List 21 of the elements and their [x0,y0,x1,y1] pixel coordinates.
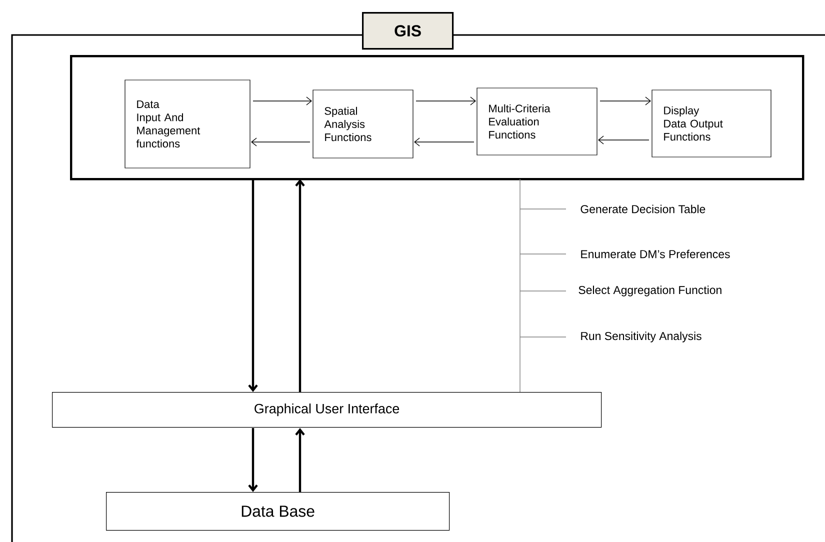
process-box: Data Input And Management functions [124,80,250,168]
step-label: Run Sensitivity Analysis [581,332,702,342]
title-box: GIS [362,12,454,50]
arrow [248,428,258,492]
process-box: Display Data Output Functions [652,90,772,158]
arrow [416,96,476,106]
arrow [600,96,651,106]
process-box: Multi-Criteria Evaluation Functions [476,88,598,156]
arrow [248,179,258,392]
step-label: Enumerate DM’s Preferences [581,250,730,258]
step-label: Select Aggregation Function [578,286,722,296]
database-box: Data Base [106,492,450,531]
interface-bar: Graphical User Interface [52,392,602,428]
step-label: Generate Decision Table [580,204,706,214]
arrow [598,136,650,144]
arrow [295,428,305,492]
arrow [295,179,305,392]
process-box: Spatial Analysis Functions [312,90,414,158]
arrow [251,138,310,146]
arrow [252,96,312,106]
arrow [414,138,474,146]
